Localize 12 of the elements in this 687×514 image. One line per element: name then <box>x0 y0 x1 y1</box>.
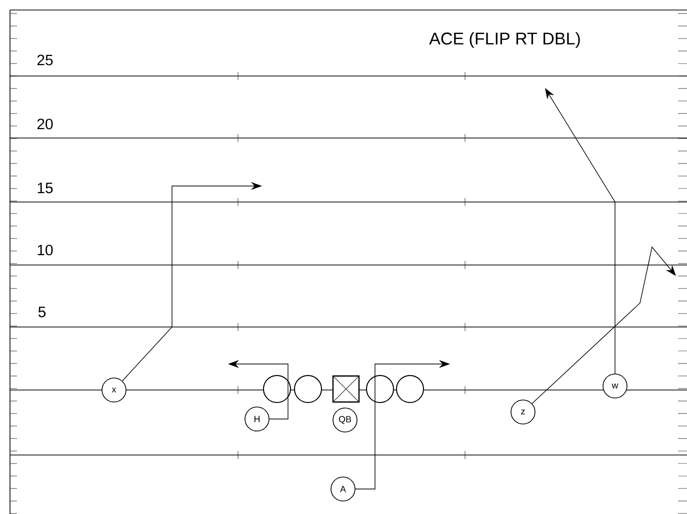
title: ACE (FLIP RT DBL) <box>429 32 580 48</box>
lineman-circle <box>396 375 424 403</box>
lineman-circle <box>263 375 291 403</box>
lineman-circle <box>366 375 394 403</box>
yard-number: 15 <box>38 182 53 194</box>
yard-number: 25 <box>37 54 53 66</box>
yard-number: 20 <box>37 118 53 130</box>
center-square <box>332 375 360 403</box>
yard-number: 5 <box>38 306 46 318</box>
lineman-circle <box>294 375 322 403</box>
route-arrow <box>532 246 676 404</box>
yard-number: 10 <box>38 244 53 256</box>
